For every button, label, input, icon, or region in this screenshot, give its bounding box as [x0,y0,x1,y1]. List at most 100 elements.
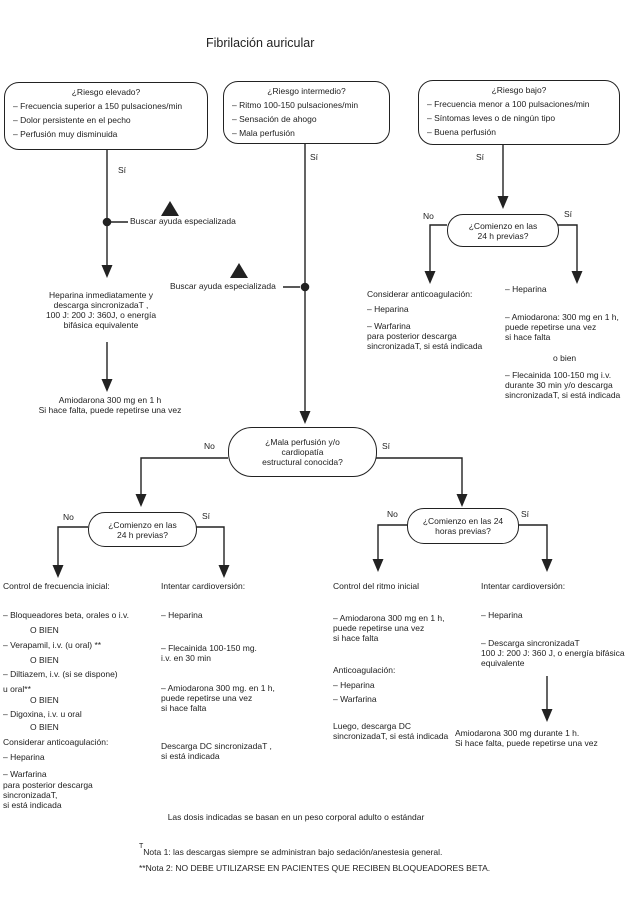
branch-label-no: No [387,509,398,519]
text-line: Anticoagulación: [333,665,396,675]
flow-lines [57,142,578,709]
seek-help-triangle-icon [230,263,248,278]
text-line: – Descarga sincronizadaT [481,638,580,648]
text-line: ¿Comienzo en las [468,220,538,231]
text-line: 100 J: 200 J: 360J, o energía [45,310,157,320]
cardioversion-left-column: Intentar cardioversión: – Heparina – Fle… [161,581,275,761]
text-line: estructural conocida? [262,457,343,467]
dose-note: Las dosis indicadas se basan en un peso … [160,812,432,822]
junction-dot [102,217,112,227]
arrowheads [52,196,583,722]
branch-label-yes: Sí [476,152,485,162]
text-line: – Heparina [333,680,375,690]
text-line: – Flecainida 100-150 mg i.v. [505,370,612,380]
text-line: 24 h previas? [116,529,169,540]
box-item: – Buena perfusión [427,127,496,137]
text-line: O BIEN [30,695,59,705]
text-line: – Amiodarona 300 mg en 1 h, [333,613,445,623]
text-line: i.v. en 30 min [161,653,211,663]
text-line: Descarga DC sincronizadaT , [161,741,272,751]
cardioversion-right-column: Intentar cardioversión: – Heparina – Des… [481,581,625,668]
text-line: – Amiodarona: 300 mg en 1 h, [505,312,619,322]
text-line: Heparina inmediatamente y [49,290,153,300]
text-line: durante 30 min y/o descarga [505,380,613,390]
text-line: Las dosis indicadas se basan en un peso … [167,812,425,822]
text-line: ¿Comienzo en las [108,519,177,530]
rhythm-control-column: Control del ritmo inicial – Amiodarona 3… [333,581,448,741]
box-title: ¿Riesgo intermedio? [267,86,346,96]
footnote-1: TNota 1: las descargas siempre se admini… [139,843,443,857]
branch-label-yes: Sí [310,152,319,162]
text-line: equivalente [481,658,525,668]
box-item: – Dolor persistente en el pecho [13,115,131,125]
rate-control-column: Control de frecuencia inicial: – Bloquea… [3,581,129,810]
or-label: o bien [553,353,577,363]
heparin-shock-block: Heparina inmediatamente y descarga sincr… [19,290,183,330]
box-item: – Sensación de ahogo [232,114,317,124]
text-line: – Verapamil, i.v. (u oral) ** [3,640,102,650]
decision-onset-24h-top: ¿Comienzo en las 24 h previas? [447,214,559,247]
column-heading: Intentar cardioversión: [161,581,246,591]
text-line: sincronizadaT, si está indicada [505,390,621,400]
junction-dot [300,282,310,292]
text-line: – Amiodarona 300 mg. en 1 h, [161,683,275,693]
branch-label-no: No [204,441,215,451]
text-line: Considerar anticoagulación: [3,737,109,747]
amiodarone-block: Amiodarona 300 mg en 1 h Si hace falta, … [15,395,205,415]
low-risk-yes-block: – Heparina – Amiodarona: 300 mg en 1 h, … [505,284,620,400]
text-line: – Heparina [161,610,203,620]
branch-label-yes: Sí [564,209,573,219]
text-line: – Warfarina [367,321,411,331]
text-line: si hace falta [333,633,379,643]
high-risk-box: ¿Riesgo elevado? – Frecuencia superior a… [4,82,208,150]
box-title: ¿Riesgo bajo? [491,85,547,95]
seek-help-label: Buscar ayuda especializada [170,281,276,291]
box-item: – Mala perfusión [232,128,295,138]
text-line: – Warfarina [3,769,47,779]
final-amiodarone-block: Amiodarona 300 mg durante 1 h. Si hace f… [455,728,598,748]
text-line: bifásica equivalente [63,320,139,330]
text-line: O BIEN [30,655,59,665]
box-item: – Frecuencia superior a 150 pulsaciones/… [13,101,183,111]
text-line: Considerar anticoagulación: [367,289,473,299]
decision-bad-perfusion: ¿Mala perfusión y/o cardiopatía estructu… [228,427,377,477]
text-line: – Diltiazem, i.v. (si se dispone) [3,669,118,679]
branch-label-yes: Sí [521,509,530,519]
text-line: horas previas? [435,526,491,536]
footnote-2: **Nota 2: NO DEBE UTILIZARSE EN PACIENTE… [139,863,491,873]
text-line: puede repetirse una vez [161,693,253,703]
text-line: descarga sincronizadaT , [53,300,149,310]
text-line: si hace falta [161,703,207,713]
text-line: Amiodarona 300 mg durante 1 h. [455,728,580,738]
seek-help-triangle-icon [161,201,179,216]
text-line: puede repetirse una vez [333,623,425,633]
column-heading: Control de frecuencia inicial: [3,581,110,591]
text-line: 100 J: 200 J: 360 J, o energía bifásica [481,648,625,658]
text-line: puede repetirse una vez [505,322,597,332]
branch-label-no: No [423,211,434,221]
page-title: Fibrilación auricular [206,36,315,50]
text-line: sincronizadaT, [3,790,58,800]
text-line: – Heparina [3,752,45,762]
text-line: Luego, descarga DC [333,721,411,731]
text-line: – Heparina [505,284,547,294]
text-line: ¿Comienzo en las 24 [422,516,504,526]
text-line: – Digoxina, i.v. u oral [3,709,82,719]
text-line: para posterior descarga [367,331,457,341]
text-line: para posterior descarga [3,780,93,790]
text-line: si hace falta [505,332,551,342]
footnote-text: Nota 1: las descargas siempre se adminis… [143,846,443,857]
text-line: ¿Mala perfusión y/o [265,437,340,447]
text-line: cardiopatía [281,447,324,457]
column-heading: Intentar cardioversión: [481,581,566,591]
intermediate-risk-box: ¿Riesgo intermedio? – Ritmo 100-150 puls… [223,81,390,144]
text-line: – Heparina [481,610,523,620]
text-line: si está indicada [161,751,220,761]
seek-help-label: Buscar ayuda especializada [130,216,236,226]
box-item: – Ritmo 100-150 pulsaciones/min [232,100,359,110]
box-title: ¿Riesgo elevado? [71,87,141,97]
box-item: – Frecuencia menor a 100 pulsaciones/min [427,99,590,109]
branch-label-no: No [63,512,74,522]
